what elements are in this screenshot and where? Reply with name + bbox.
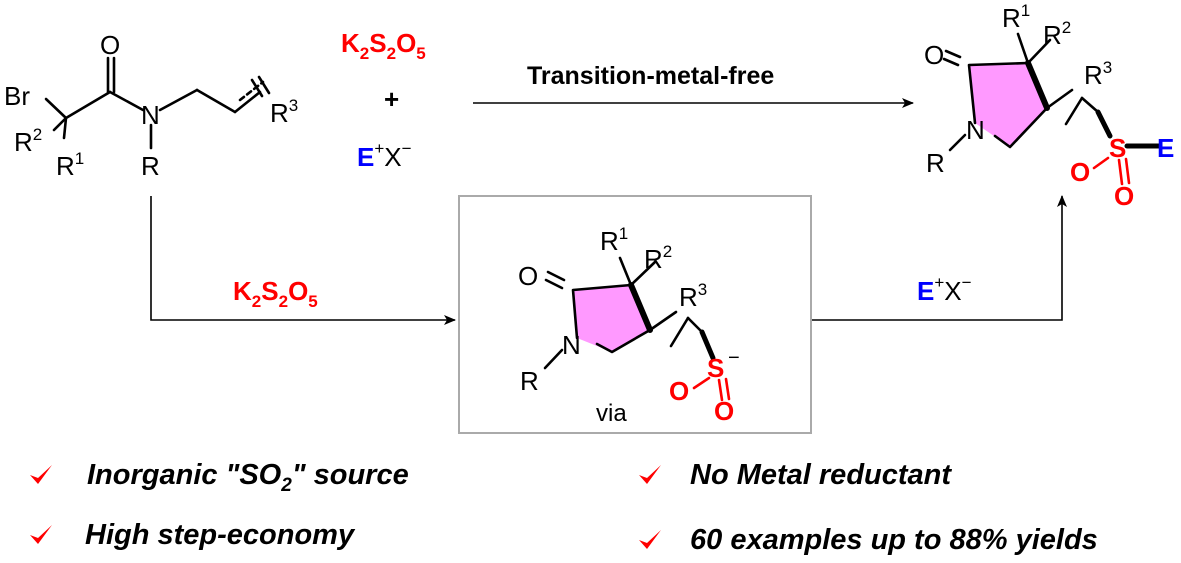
intermediate-sulfinyl-o1: O — [669, 376, 689, 406]
feature-inorganic-so2: Inorganic "SO2" source — [87, 459, 409, 496]
product-sulfonyl-o1: O — [1070, 157, 1090, 187]
intermediate-n: N — [562, 330, 581, 360]
check-icon — [30, 465, 52, 484]
top-reaction-arrow: Transition-metal-free — [473, 62, 914, 108]
intermediate-box: O N R R1 R2 R3 S − O O via — [458, 195, 812, 434]
check-icon — [30, 525, 52, 544]
feature-no-metal-reductant: No Metal reductant — [690, 459, 952, 491]
feature-examples-yields: 60 examples up to 88% yields — [690, 524, 1098, 556]
product-n: N — [966, 115, 985, 145]
check-icon — [639, 465, 661, 484]
product-lactam-ring-fill — [969, 63, 1047, 147]
intermediate-carbonyl-o: O — [518, 261, 538, 291]
plus-sign: + — [384, 84, 399, 114]
reagent-k2s2o5-top: K2S2O5 — [341, 28, 426, 63]
intermediate-sulfinyl-o2: O — [714, 396, 734, 426]
bottom-pathway: K2S2O5 E+X− — [150, 195, 1067, 325]
intermediate-caption: via — [596, 400, 627, 427]
product-carbonyl-o: O — [924, 40, 944, 70]
product-electrophile-e: E — [1157, 133, 1174, 163]
sm-r2: R2 — [14, 125, 42, 157]
product-r2: R2 — [1043, 18, 1071, 50]
product-r3: R3 — [1084, 58, 1112, 90]
sm-br: Br — [4, 81, 30, 111]
product-r-on-n: R — [926, 148, 945, 178]
starting-material: Br O N R R2 R1 R3 — [4, 30, 298, 181]
product-sulfur: S — [1109, 133, 1126, 163]
check-icon — [639, 530, 661, 549]
intermediate-sulfur: S — [707, 353, 724, 383]
sm-r3: R3 — [270, 96, 298, 128]
intermediate-lactam-ring-fill — [573, 285, 650, 352]
feature-step-economy: High step-economy — [85, 519, 355, 551]
product-sulfonyl-o2: O — [1114, 181, 1134, 211]
product: O N R R1 R2 R3 S O O E — [924, 1, 1174, 211]
intermediate-r2: R2 — [644, 242, 672, 274]
sm-n: N — [141, 100, 160, 130]
intermediate-r1: R1 — [600, 224, 628, 256]
top-reagents: K2S2O5 + E+X− — [341, 28, 426, 172]
reagent-electrophile-top: E+X− — [357, 139, 412, 172]
top-arrow-label: Transition-metal-free — [527, 62, 774, 90]
sm-r-on-n: R — [141, 151, 160, 181]
sm-r1: R1 — [56, 149, 84, 181]
intermediate-r3: R3 — [679, 280, 707, 312]
right-arrow-label: E+X− — [917, 273, 972, 306]
intermediate-r-on-n: R — [520, 366, 539, 396]
sm-carbonyl-o: O — [100, 30, 120, 60]
bottom-arrow-label: K2S2O5 — [233, 276, 318, 311]
intermediate-sulfinate-charge: − — [728, 347, 740, 369]
product-r1: R1 — [1002, 1, 1030, 33]
